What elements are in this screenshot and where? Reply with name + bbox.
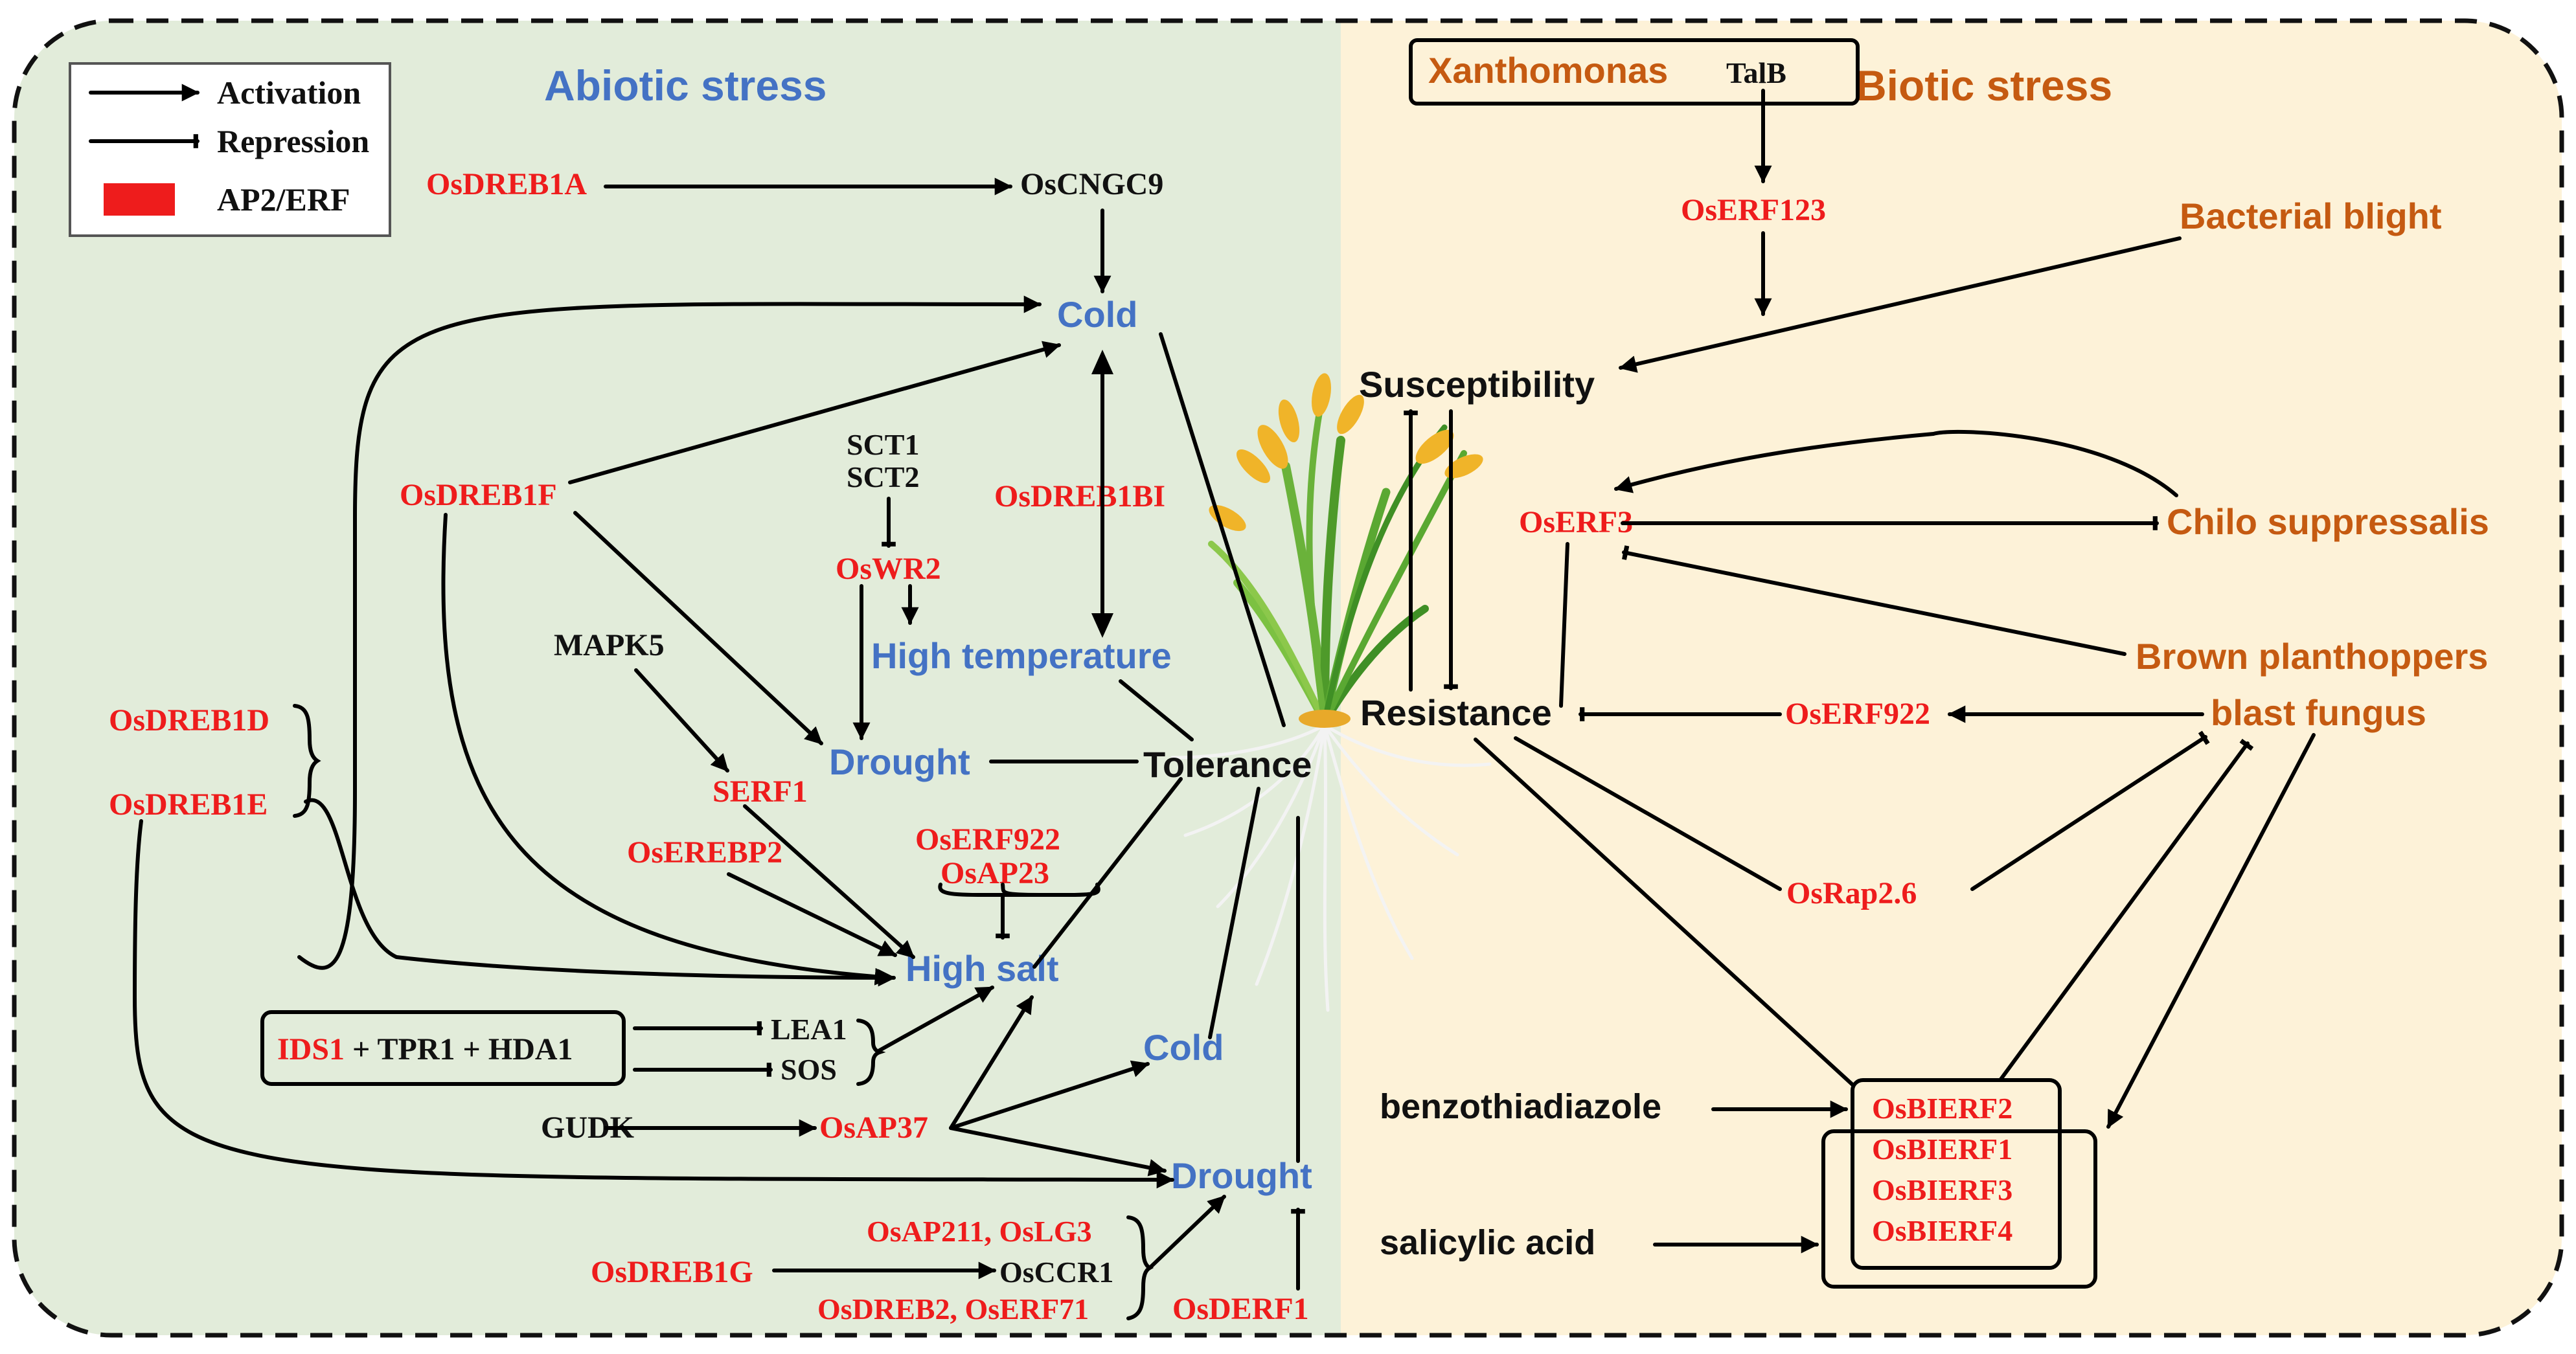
pathogen-xanthomonas: Xanthomonas (1428, 50, 1668, 91)
pathogen-bacterial-blight: Bacterial blight (2180, 196, 2442, 236)
tolerance-label: Tolerance (1143, 744, 1312, 785)
gene-osdreb2-oserf71: OsDREB2, OsERF71 (817, 1292, 1089, 1326)
gene-oserebp2: OsEREBP2 (627, 835, 782, 870)
gene-osrap26: OsRap2.6 (1786, 876, 1917, 910)
gene-osderf1: OsDERF1 (1172, 1292, 1309, 1326)
gene-oserf123: OsERF123 (1681, 193, 1826, 227)
gene-sos: SOS (781, 1053, 837, 1086)
gene-oserf3: OsERF3 (1519, 505, 1633, 539)
osbierf-box: OsBIERF2 OsBIERF1 OsBIERF3 OsBIERF4 (1821, 1078, 2097, 1289)
biotic-stress-title: Biotic stress (1856, 62, 2112, 109)
abiotic-stress-title: Abiotic stress (544, 62, 826, 109)
gene-osap23: OsAP23 (940, 856, 1049, 890)
gene-osbierf3: OsBIERF3 (1872, 1173, 2012, 1206)
outcome-drought-mid: Drought (829, 741, 970, 782)
gene-oswr2: OsWR2 (836, 552, 941, 586)
chemical-benzothiadiazole: benzothiadiazole (1380, 1087, 1661, 1126)
gene-oserf922-biotic: OsERF922 (1785, 697, 1930, 731)
outcome-drought-low: Drought (1171, 1155, 1312, 1196)
gene-osbierf1: OsBIERF1 (1872, 1133, 2012, 1166)
gene-osccr1: OsCCR1 (999, 1256, 1113, 1289)
legend-activation-label: Activation (217, 74, 361, 111)
legend-ap2erf-label: AP2/ERF (217, 181, 350, 218)
tpr1-hda1-label: + TPR1 + HDA1 (345, 1032, 573, 1066)
gene-osbierf4: OsBIERF4 (1872, 1214, 2012, 1247)
biotic-edges (1404, 89, 2316, 1254)
svg-text:IDS1 + TPR1 + HDA1: IDS1 + TPR1 + HDA1 (277, 1032, 573, 1066)
gene-mapk5: MAPK5 (554, 628, 665, 662)
gene-osap37: OsAP37 (819, 1111, 928, 1145)
abiotic-panel-background (14, 21, 1349, 1335)
outcome-cold-top: Cold (1057, 294, 1137, 335)
legend-repression-label: Repression (217, 123, 369, 159)
pathogen-blast-fungus: blast fungus (2211, 692, 2426, 733)
rice-plant-icon (1170, 373, 1492, 1012)
ap2erf-color-swatch (104, 183, 175, 216)
susceptibility-label: Susceptibility (1359, 364, 1595, 405)
gene-sct2: SCT2 (847, 460, 919, 493)
outcome-high-temperature: High temperature (871, 635, 1172, 676)
effector-talb: TalB (1726, 56, 1786, 89)
pest-chilo-suppressalis: Chilo suppressalis (2167, 501, 2489, 542)
gene-osdreb1g: OsDREB1G (591, 1255, 753, 1289)
gene-lea1: LEA1 (771, 1013, 847, 1046)
xanthomonas-talb-box: Xanthomonas TalB (1409, 38, 1860, 106)
gene-sct1: SCT1 (847, 428, 919, 461)
gene-oserf922-abiotic: OsERF922 (915, 822, 1060, 857)
ids1-complex-box: IDS1 + TPR1 + HDA1 (260, 1010, 626, 1086)
gene-osdreb1a: OsDREB1A (426, 167, 587, 201)
gene-serf1: SERF1 (712, 774, 808, 809)
gene-osbierf2: OsBIERF2 (1872, 1092, 2012, 1125)
resistance-label: Resistance (1360, 692, 1552, 733)
biotic-panel-background (1341, 21, 2562, 1335)
abiotic-edges (132, 177, 1305, 1320)
legend: Activation Repression AP2/ERF (69, 62, 391, 237)
gene-ids1: IDS1 (277, 1032, 345, 1066)
gene-osap211-oslg3: OsAP211, OsLG3 (867, 1215, 1092, 1248)
gene-osdreb1d: OsDREB1D (109, 703, 269, 738)
gene-osdreb1f: OsDREB1F (400, 478, 557, 512)
gene-oscngc9: OsCNGC9 (1020, 167, 1163, 201)
pest-brown-planthoppers: Brown planthoppers (2136, 636, 2488, 677)
outcome-high-salt: High salt (906, 948, 1058, 989)
gene-osdreb1e: OsDREB1E (109, 787, 268, 822)
gene-osdreb1bi: OsDREB1BI (994, 479, 1165, 513)
chemical-salicylic-acid: salicylic acid (1380, 1223, 1595, 1262)
